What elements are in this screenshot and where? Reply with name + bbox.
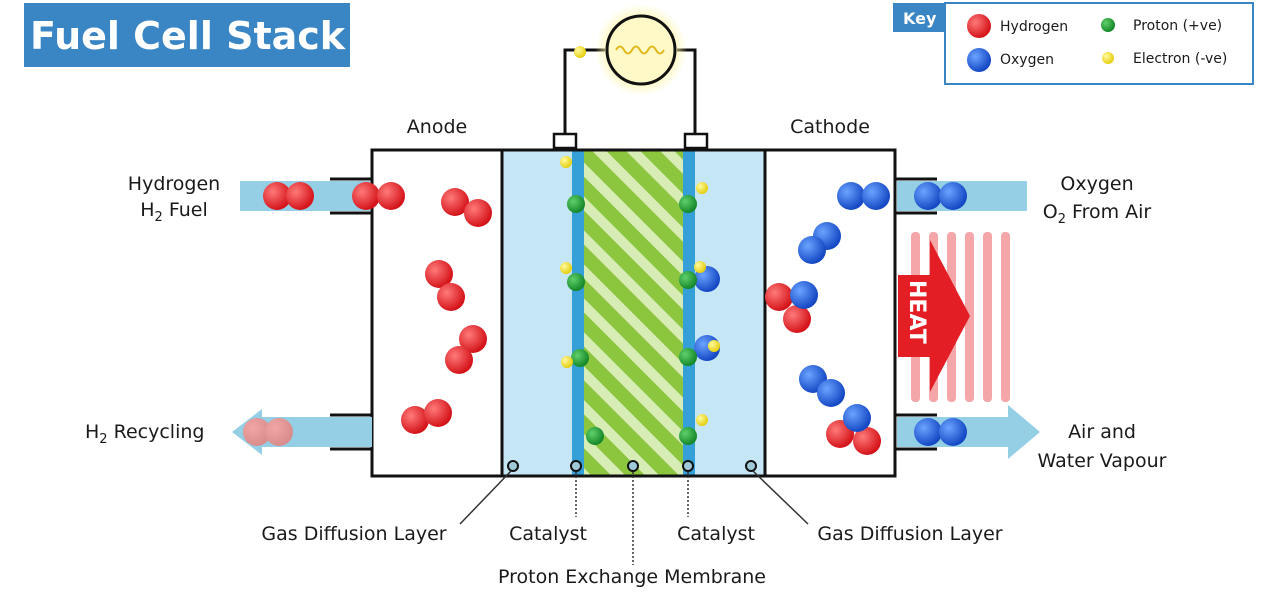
exhaust-label-line2: Water Vapour [1038, 450, 1167, 472]
circuit-electron [574, 46, 586, 58]
page-title: Fuel Cell Stack [30, 14, 346, 58]
legend-electron-label: Electron (-ve) [1133, 51, 1227, 67]
legend-hydrogen-swatch [967, 14, 991, 38]
legend: Key Hydrogen Proton (+ve) Oxygen Electro… [893, 2, 1254, 85]
oxygen-inlet-label: Oxygen [1060, 173, 1133, 195]
oxygen-air-label: O2 From Air [1043, 201, 1152, 227]
gas-diffusion-layer-right [695, 150, 765, 476]
exhaust-arrow [897, 405, 1040, 459]
legend-proton-label: Proton (+ve) [1133, 18, 1222, 34]
anode-label: Anode [407, 116, 467, 138]
gas-diffusion-layer-right-label: Gas Diffusion Layer [817, 523, 1002, 545]
leader-lines [459, 460, 809, 565]
charge-carriers [560, 156, 720, 445]
exhaust-label-line1: Air and [1068, 421, 1136, 443]
hydrogen-recycling-label: H2 Recycling [85, 421, 204, 447]
catalyst-left-label: Catalyst [509, 523, 587, 545]
legend-hydrogen-label: Hydrogen [1000, 19, 1068, 35]
catalyst-layer-left [572, 150, 584, 476]
catalyst-layer-right [683, 150, 695, 476]
legend-electron-swatch [1102, 52, 1114, 64]
catalyst-right-label: Catalyst [677, 523, 755, 545]
heat-label: HEAT [904, 280, 929, 344]
hydrogen-recycle-arrow [232, 409, 372, 455]
hydrogen-fuel-label: H2 Fuel [140, 199, 208, 225]
title-banner: Fuel Cell Stack [24, 3, 350, 67]
legend-title: Key [903, 9, 937, 28]
hydrogen-inlet-label: Hydrogen [128, 173, 220, 195]
legend-oxygen-label: Oxygen [1000, 52, 1054, 68]
molecules [243, 182, 967, 455]
cathode-label: Cathode [790, 116, 870, 138]
heat-indicator: HEAT [898, 232, 1010, 402]
legend-oxygen-swatch [967, 48, 991, 72]
heat-arrow-icon [898, 240, 970, 392]
external-circuit [552, 4, 709, 150]
gas-diffusion-layer-left [502, 150, 572, 476]
legend-proton-swatch [1101, 18, 1115, 32]
gas-diffusion-layer-left-label: Gas Diffusion Layer [261, 523, 446, 545]
membrane-label: Proton Exchange Membrane [498, 566, 766, 588]
cathode-ports [895, 177, 937, 451]
anode-ports [330, 177, 372, 451]
proton-exchange-membrane [584, 150, 683, 476]
